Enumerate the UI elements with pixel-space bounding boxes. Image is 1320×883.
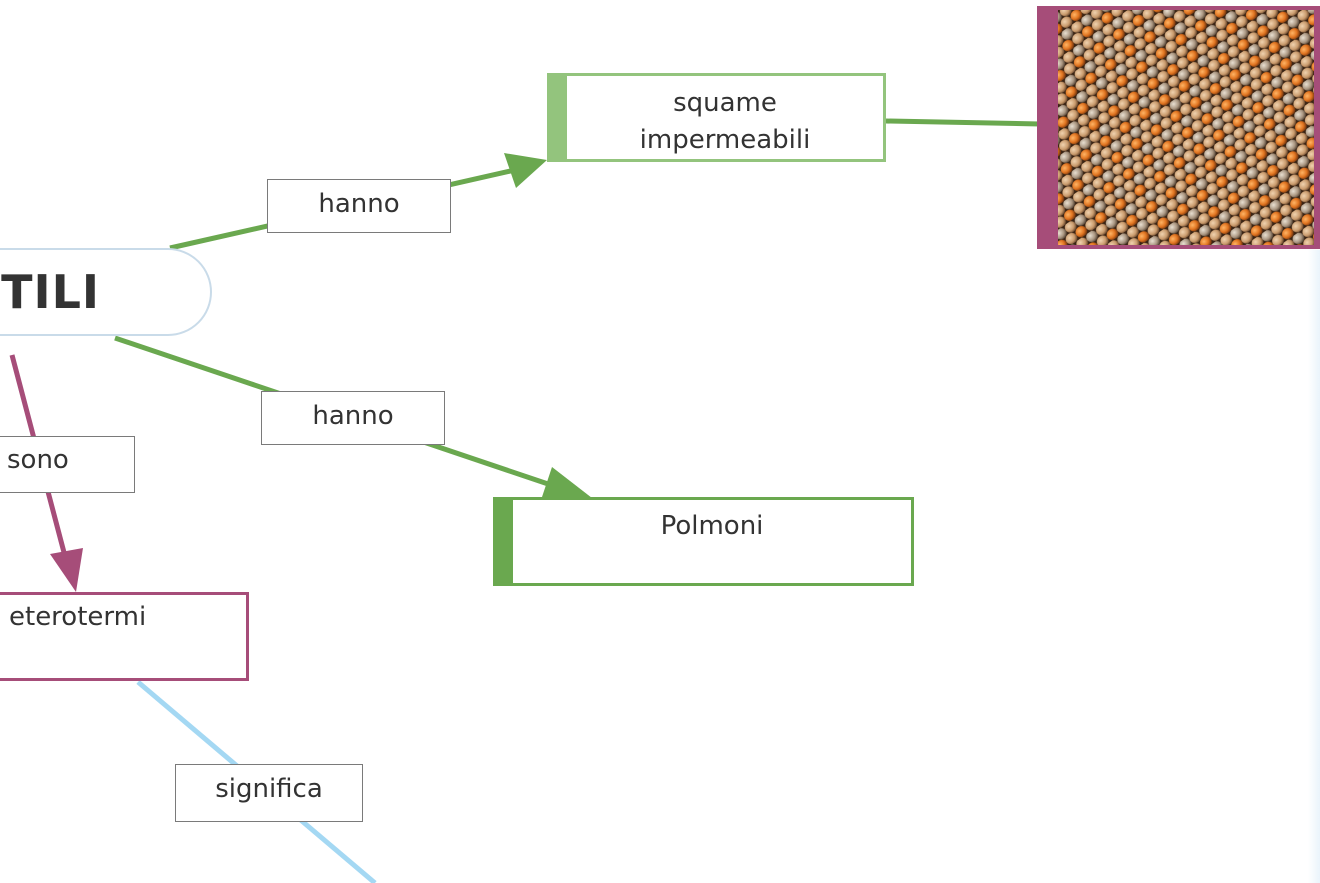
- link-label-significa[interactable]: significa: [175, 764, 363, 822]
- link-label-text: hanno: [318, 189, 400, 219]
- link-label-text: significa: [215, 774, 323, 804]
- arrowhead-squame: [504, 153, 547, 188]
- reptile-scales-image[interactable]: [1037, 6, 1320, 249]
- connector-squame-image: [885, 118, 1041, 127]
- concept-label: eterotermi: [9, 602, 147, 632]
- concept-node-polmoni[interactable]: Polmoni: [493, 497, 914, 586]
- concept-label: Polmoni: [660, 511, 764, 541]
- root-concept-node[interactable]: TILI: [0, 248, 212, 336]
- scales-texture: [1058, 10, 1314, 245]
- arrowhead-polmoni: [541, 467, 592, 500]
- link-label-text: hanno: [312, 401, 394, 431]
- link-label-hanno-bottom[interactable]: hanno: [261, 391, 445, 445]
- concept-node-eterotermi[interactable]: eterotermi: [0, 592, 249, 681]
- concept-label-line1: squame: [673, 88, 777, 118]
- link-label-hanno-top[interactable]: hanno: [267, 179, 451, 233]
- arrowhead-eterotermi: [50, 548, 83, 592]
- root-concept-label: TILI: [1, 265, 100, 319]
- concept-label-line2: impermeabili: [639, 125, 811, 155]
- concept-node-squame[interactable]: squame impermeabili: [547, 73, 886, 162]
- link-label-text: sono: [7, 445, 69, 475]
- link-label-sono[interactable]: sono: [0, 436, 135, 493]
- scroll-edge-shadow: [1308, 250, 1320, 883]
